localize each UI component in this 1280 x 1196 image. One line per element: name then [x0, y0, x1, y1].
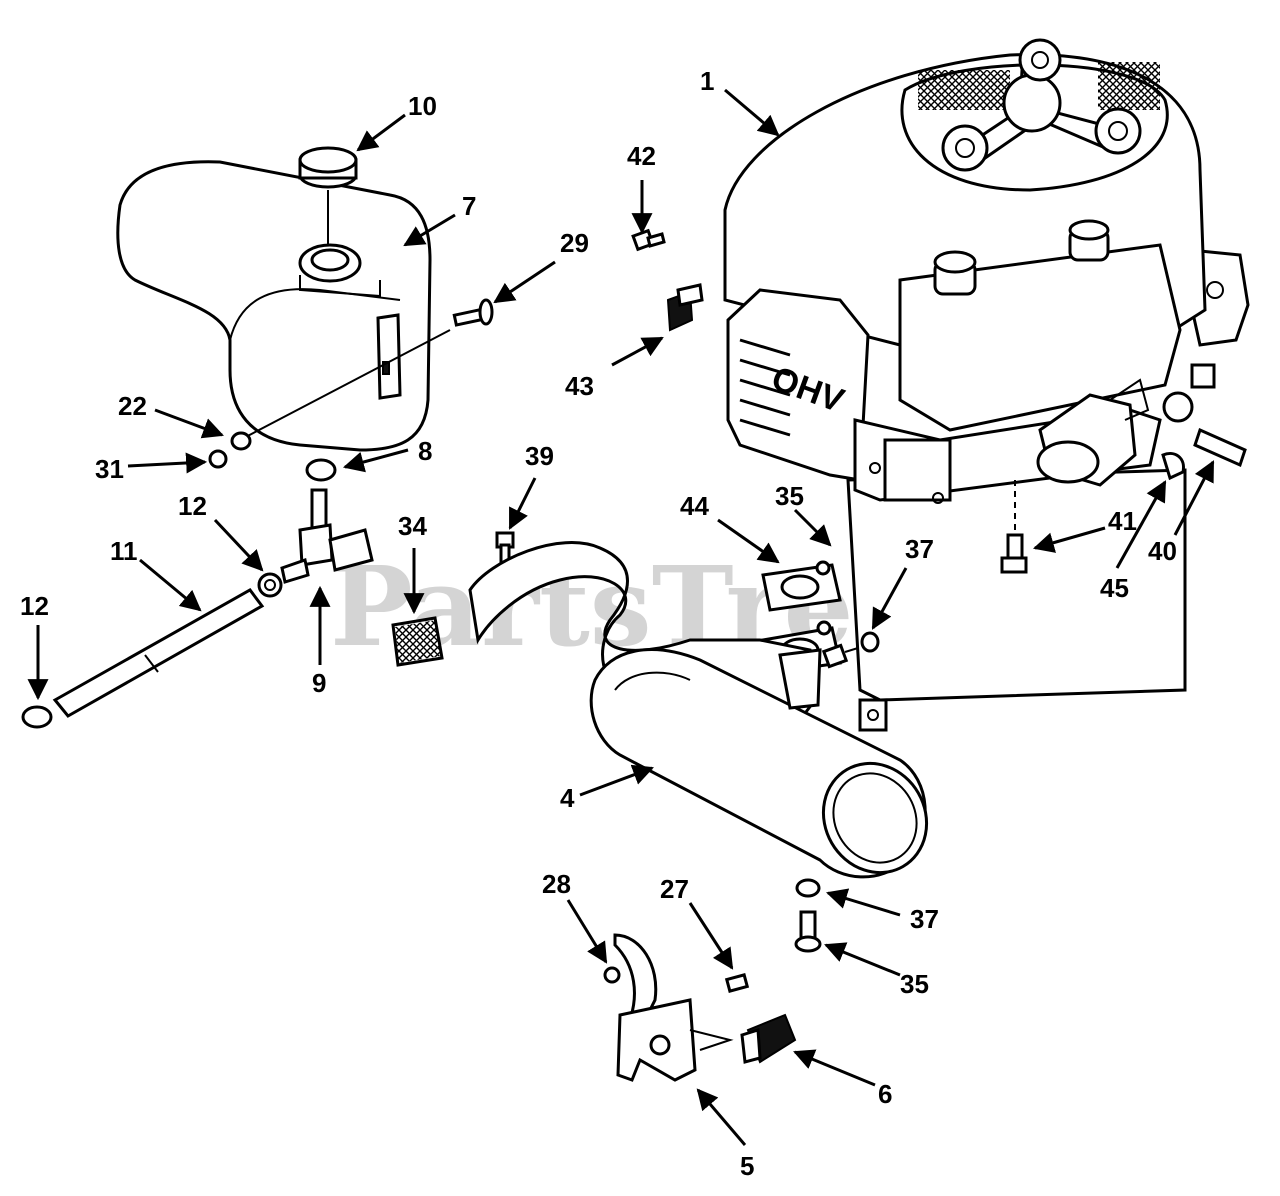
- screw-42: [631, 228, 666, 252]
- callout-8: 8: [418, 436, 432, 466]
- washer-22: [230, 431, 252, 451]
- callout-35-upper: 35: [775, 481, 804, 511]
- callout-43: 43: [565, 371, 594, 401]
- callout-28: 28: [542, 869, 571, 899]
- callout-37-upper: 37: [905, 534, 934, 564]
- callout-45: 45: [1100, 573, 1129, 603]
- nut-28: [603, 966, 621, 984]
- callout-12-upper: 12: [178, 491, 207, 521]
- callout-4: 4: [560, 783, 575, 813]
- callout-27: 27: [660, 874, 689, 904]
- throttle-bracket: [613, 933, 734, 1082]
- throttle-knob-43: [666, 283, 704, 332]
- engine-assembly: OHV: [723, 38, 1250, 732]
- fuel-valve: [280, 488, 374, 584]
- screw-27: [724, 973, 750, 993]
- nut-37-lower: [795, 878, 821, 898]
- callout-labels: 1 10 7 29 42 43 22 31 8 39 12 11 34 12 9…: [20, 66, 1177, 1181]
- nut-31: [208, 449, 228, 469]
- muffler: [468, 541, 929, 879]
- bolt-35-lower: [794, 910, 822, 953]
- callout-41: 41: [1108, 506, 1137, 536]
- bolt-35-upper: [821, 643, 859, 669]
- callout-7: 7: [462, 191, 476, 221]
- callout-42: 42: [627, 141, 656, 171]
- callout-39: 39: [525, 441, 554, 471]
- bolt-39: [495, 531, 515, 580]
- fuel-screen: [391, 616, 444, 667]
- fuel-cap: [298, 146, 358, 245]
- fuel-line: [52, 588, 265, 718]
- callout-5: 5: [740, 1151, 754, 1181]
- hose-clamp-left: [21, 705, 53, 729]
- callout-35-lower: 35: [900, 969, 929, 999]
- fuel-tank: [116, 160, 432, 452]
- callout-29: 29: [560, 228, 589, 258]
- hose-clamp-right: [257, 572, 283, 598]
- callout-6: 6: [878, 1079, 892, 1109]
- callout-34: 34: [398, 511, 427, 541]
- nut-37-upper: [860, 631, 880, 653]
- callout-11: 11: [110, 536, 138, 566]
- callout-12-lower: 12: [20, 591, 49, 621]
- leader-arrows: [27, 88, 1215, 1146]
- callout-22: 22: [118, 391, 147, 421]
- callout-37-lower: 37: [910, 904, 939, 934]
- callout-31: 31: [95, 454, 124, 484]
- callout-1: 1: [700, 66, 714, 96]
- callout-40: 40: [1148, 536, 1177, 566]
- bolt-29: [239, 298, 494, 441]
- grommet-8: [305, 458, 337, 482]
- callout-10: 10: [408, 91, 437, 121]
- throttle-knob-6: [740, 1013, 797, 1064]
- callout-9: 9: [312, 668, 326, 698]
- callout-44: 44: [680, 491, 709, 521]
